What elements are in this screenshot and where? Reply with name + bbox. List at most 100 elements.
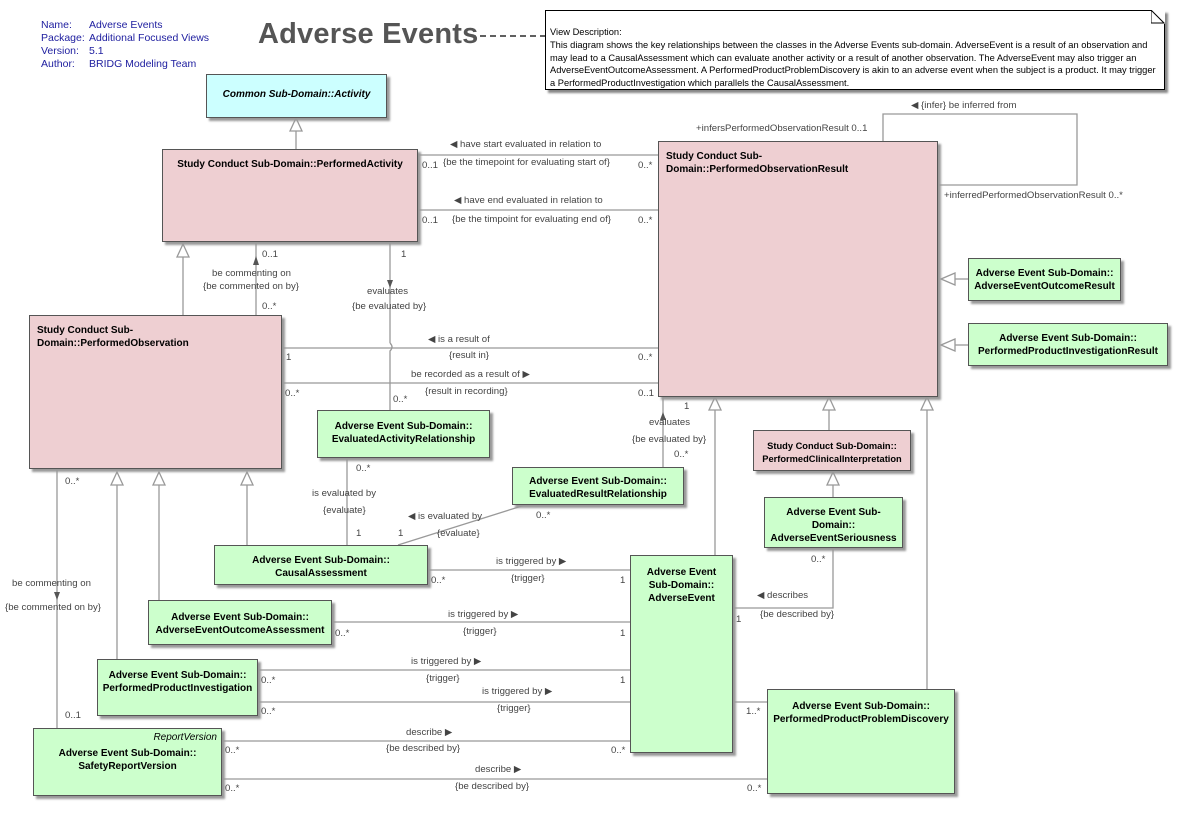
label-describe1: describe ▶ (406, 727, 453, 738)
label-recorded: be recorded as a result of ▶ (411, 369, 530, 380)
class-evaluated-result-relationship[interactable]: Adverse Event Sub-Domain:: EvaluatedResu… (512, 467, 684, 505)
class-ae-outcome-assessment[interactable]: Adverse Event Sub-Domain:: AdverseEventO… (148, 600, 332, 645)
mult-0s-p: 0..* (261, 675, 276, 686)
class-err-line2: EvaluatedResultRelationship (529, 489, 667, 500)
label-commented2: {be commented on by} (5, 602, 102, 613)
mult-0s-e: 0..* (638, 352, 653, 363)
label-described-by2: {be described by} (455, 781, 530, 792)
class-performed-activity[interactable]: Study Conduct Sub-Domain::PerformedActiv… (162, 149, 418, 242)
class-ear-line1: Adverse Event Sub-Domain:: (334, 421, 473, 432)
dir-commenting (253, 256, 259, 265)
class-causal-assessment[interactable]: Adverse Event Sub-Domain:: CausalAssessm… (214, 545, 428, 585)
class-performed-clinical-interpretation[interactable]: Study Conduct Sub-Domain:: PerformedClin… (753, 430, 911, 471)
class-ae-outcome-result[interactable]: Adverse Event Sub-Domain:: AdverseEventO… (968, 258, 1121, 301)
dir-evaluates (387, 280, 393, 288)
class-err-line1: Adverse Event Sub-Domain:: (529, 476, 667, 487)
mult-01-f: 0..1 (638, 388, 655, 399)
class-performed-product-problem-discovery[interactable]: Adverse Event Sub-Domain:: PerformedProd… (767, 689, 955, 794)
label-describe2: describe ▶ (475, 764, 522, 775)
mult-0s-k: 0..* (65, 476, 80, 487)
meta-version-key: Version: (41, 45, 79, 57)
gen-arrow-ser (825, 470, 841, 486)
mult-0s-f: 0..* (285, 388, 300, 399)
class-ae-line2: Sub-Domain:: (648, 580, 715, 591)
class-por-label: Study Conduct Sub-Domain::PerformedObser… (666, 151, 849, 175)
gen-arrow-aeor (939, 272, 956, 286)
meta-name-key: Name: (41, 19, 72, 31)
class-evaluated-activity-relationship[interactable]: Adverse Event Sub-Domain:: EvaluatedActi… (317, 410, 490, 458)
assoc-evaluates-b (389, 342, 393, 410)
class-ppir-line1: Adverse Event Sub-Domain:: (999, 333, 1137, 344)
mult-1-h: 1 (684, 401, 690, 412)
mult-0s-j: 0..* (536, 510, 551, 521)
label-evaluated-by: {be evaluated by} (352, 301, 427, 312)
label-commenting: be commenting on (212, 268, 291, 279)
view-description-note[interactable]: View Description: This diagram shows the… (545, 10, 1165, 90)
gen-arrow-pa (175, 242, 191, 258)
mult-1-e: 1 (286, 352, 292, 363)
mult-01-c: 0..1 (262, 249, 279, 260)
label-evaluates2: evaluates (649, 417, 691, 428)
class-activity[interactable]: Common Sub-Domain::Activity (206, 74, 387, 118)
class-activity-label: Common Sub-Domain::Activity (222, 89, 371, 100)
label-result-recording: {result in recording} (425, 386, 508, 397)
gen-arrow-ppir (939, 338, 956, 352)
class-pci-line2: PerformedClinicalInterpretation (762, 454, 902, 464)
label-commented: {be commented on by} (203, 281, 300, 292)
label-described-by: {be described by} (760, 609, 835, 620)
mult-0s-m: 0..* (811, 554, 826, 565)
mult-0s-r: 0..* (225, 745, 240, 756)
class-ae-seriousness[interactable]: Adverse Event Sub- Domain:: AdverseEvent… (764, 497, 903, 548)
label-result-in: {result in} (449, 350, 490, 361)
meta-package-key: Package: (41, 32, 85, 44)
class-ppi-line1: Adverse Event Sub-Domain:: (108, 670, 247, 681)
mult-0s-q: 0..* (261, 706, 276, 717)
class-performed-observation[interactable]: Study Conduct Sub-Domain::PerformedObser… (29, 315, 282, 469)
class-ppi-result[interactable]: Adverse Event Sub-Domain:: PerformedProd… (968, 323, 1168, 366)
class-adverse-event[interactable]: Adverse Event Sub-Domain:: AdverseEvent (630, 555, 733, 753)
mult-01-b: 0..1 (422, 215, 439, 226)
class-performed-observation-label: Study Conduct Sub-Domain::PerformedObser… (37, 325, 189, 349)
class-causal-line2: CausalAssessment (275, 568, 367, 579)
class-safety-report-version[interactable]: ReportVersion Adverse Event Sub-Domain::… (33, 728, 222, 796)
gen-arrow-ppi (109, 470, 125, 486)
mult-0s-s2: 0..* (747, 783, 762, 794)
class-ear-line2: EvaluatedActivityRelationship (331, 434, 476, 445)
meta-name: Adverse Events (89, 19, 163, 31)
mult-0s-h: 0..* (674, 449, 689, 460)
label-commenting2: be commenting on (12, 578, 91, 589)
class-ppir-line2: PerformedProductInvestigationResult (977, 346, 1159, 357)
label-triggered1: is triggered by ▶ (496, 556, 567, 567)
class-ser-line2: Domain:: (811, 520, 856, 531)
label-trigger3: {trigger} (426, 673, 460, 684)
class-srv-line1: Adverse Event Sub-Domain:: (58, 748, 197, 759)
label-is-evaluated-by2: ◀ is evaluated by (408, 511, 483, 522)
class-pppd-line2: PerformedProductProblemDiscovery (773, 714, 949, 725)
class-srv-line2: SafetyReportVersion (78, 761, 177, 772)
label-triggered4: is triggered by ▶ (482, 686, 553, 697)
mult-0s-r2: 0..* (611, 745, 626, 756)
dir-commenting2 (54, 592, 60, 600)
mult-0s-b: 0..* (638, 215, 653, 226)
mult-0s-l: 0..* (431, 575, 446, 586)
note-body: This diagram shows the key relationships… (550, 39, 1156, 89)
label-evaluated-by2: {be evaluated by} (632, 434, 707, 445)
label-result-of: ◀ is a result of (428, 334, 490, 345)
meta-package: Additional Focused Views (89, 32, 210, 44)
label-triggered2: is triggered by ▶ (448, 609, 519, 620)
note-fold (1151, 10, 1165, 24)
class-performed-product-investigation[interactable]: Adverse Event Sub-Domain:: PerformedProd… (97, 659, 258, 716)
class-ppi-line2: PerformedProductInvestigation (102, 683, 253, 694)
mult-01-a: 0..1 (422, 160, 439, 171)
label-end-eval-rev: {be the timpoint for evaluating end of} (452, 214, 611, 225)
class-aeoa-line1: Adverse Event Sub-Domain:: (171, 612, 309, 623)
mult-1-d: 1 (401, 249, 407, 260)
class-causal-line1: Adverse Event Sub-Domain:: (252, 555, 390, 566)
mult-0s-s: 0..* (225, 783, 240, 794)
class-srv-stereotype: ReportVersion (153, 732, 217, 743)
class-performed-observation-result[interactable]: Study Conduct Sub-Domain::PerformedObser… (658, 141, 938, 397)
class-ae-line3: AdverseEvent (648, 593, 715, 604)
assoc-infer (882, 113, 1078, 186)
mult-1-l: 1 (620, 575, 626, 586)
